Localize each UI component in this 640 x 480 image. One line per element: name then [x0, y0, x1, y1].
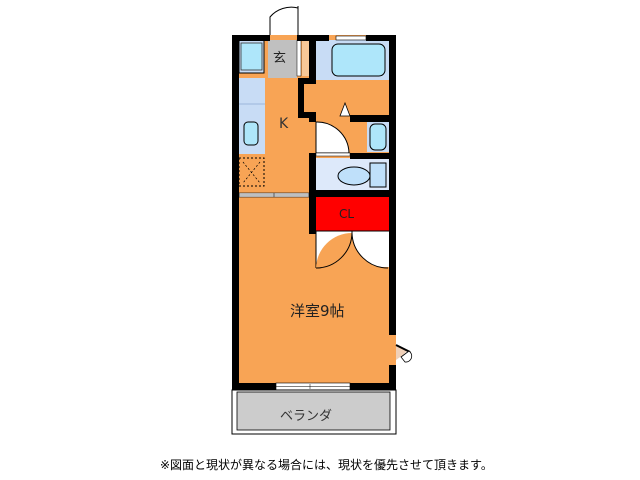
side-door	[395, 344, 413, 363]
entrance-door	[269, 6, 299, 35]
entrance-label: 玄	[273, 51, 287, 66]
main-room-label: 洋室9帖	[290, 302, 345, 320]
wash-basin	[367, 122, 389, 152]
fridge-space	[238, 39, 265, 74]
veranda-label: ベランダ	[280, 409, 333, 424]
kitchen-label: K	[279, 116, 289, 132]
closet-doors	[315, 230, 390, 269]
toilet	[316, 158, 390, 190]
closet	[316, 197, 390, 231]
closet-label: CL	[339, 207, 355, 221]
sliding-door	[238, 192, 310, 198]
bathroom-door-marker	[339, 101, 351, 117]
entrance-area	[268, 40, 297, 78]
bathtub	[316, 40, 390, 80]
walls	[232, 35, 396, 390]
windows	[275, 35, 367, 391]
kitchen-counter	[239, 78, 265, 154]
disclaimer-note: ※図面と現状が異なる場合には、現状を優先させて頂きます。	[160, 458, 493, 472]
veranda	[231, 389, 397, 435]
